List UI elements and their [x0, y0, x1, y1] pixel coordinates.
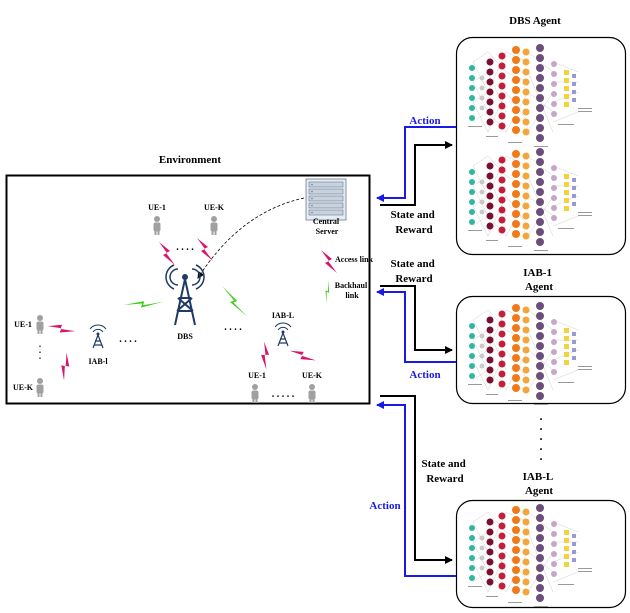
dbs-agent-title: DBS Agent — [509, 15, 561, 27]
ellipsis-bottom-right: . . . . . — [272, 389, 295, 400]
iab-l-left-label: IAB-l — [88, 357, 108, 366]
state-reward-label-iab-1: State and Reward — [390, 258, 437, 285]
state-reward-arrow-iab-l — [380, 395, 453, 564]
vertical-ellipsis-left-2: . — [39, 345, 41, 355]
ellipsis-top: . . . . — [176, 242, 194, 253]
legend-access-link-label: Access link — [335, 255, 374, 264]
state-reward-arrow-iab-1 — [380, 285, 453, 354]
server-icon — [305, 178, 347, 221]
vertical-ellipsis-agents-5: . — [540, 449, 543, 463]
ue-1-label-left: UE-1 — [14, 320, 32, 329]
action-label-iab-1: Action — [409, 369, 440, 381]
ue-k-label-left: UE-K — [13, 383, 34, 392]
iab-1-agent-title: IAB-1 Agent — [523, 267, 554, 293]
vertical-ellipsis-left: . — [39, 339, 41, 349]
ue-k-label-right: UE-K — [302, 371, 323, 380]
ellipsis-mid-left: . . . . — [119, 334, 137, 345]
state-reward-label-dbs: State and Reward — [390, 209, 437, 236]
ue-1-label-right: UE-1 — [248, 371, 266, 380]
vertical-ellipsis-agents-4: . — [540, 439, 543, 453]
action-label-iab-l: Action — [369, 500, 400, 512]
action-arrow-dbs — [376, 126, 456, 202]
action-label-dbs: Action — [409, 115, 440, 127]
action-arrow-iab-l — [376, 401, 456, 577]
ellipsis-mid-right: . . . . — [224, 322, 242, 333]
dbs-label: DBS — [177, 332, 193, 341]
state-reward-label-iab-l: State and Reward — [421, 458, 468, 485]
ue-1-label-top: UE-1 — [148, 203, 166, 212]
environment-title: Environment — [159, 154, 221, 166]
legend-backhaul-link-label: Backhaul link — [335, 281, 369, 300]
vertical-ellipsis-agents-3: . — [540, 429, 543, 443]
ue-k-label-top: UE-K — [204, 203, 225, 212]
vertical-ellipsis-left-3: . — [39, 351, 41, 361]
vertical-ellipsis-agents: . — [540, 409, 543, 423]
iab-l-agent-title: IAB-L Agent — [523, 471, 556, 497]
iab-l-node-label: IAB-L — [272, 311, 294, 320]
state-reward-arrow-dbs — [380, 141, 453, 206]
dbs-tower-icon — [165, 264, 205, 326]
action-arrow-iab-1 — [376, 288, 456, 363]
vertical-ellipsis-agents-2: . — [540, 419, 543, 433]
central-server-label: Central Server — [313, 217, 341, 236]
